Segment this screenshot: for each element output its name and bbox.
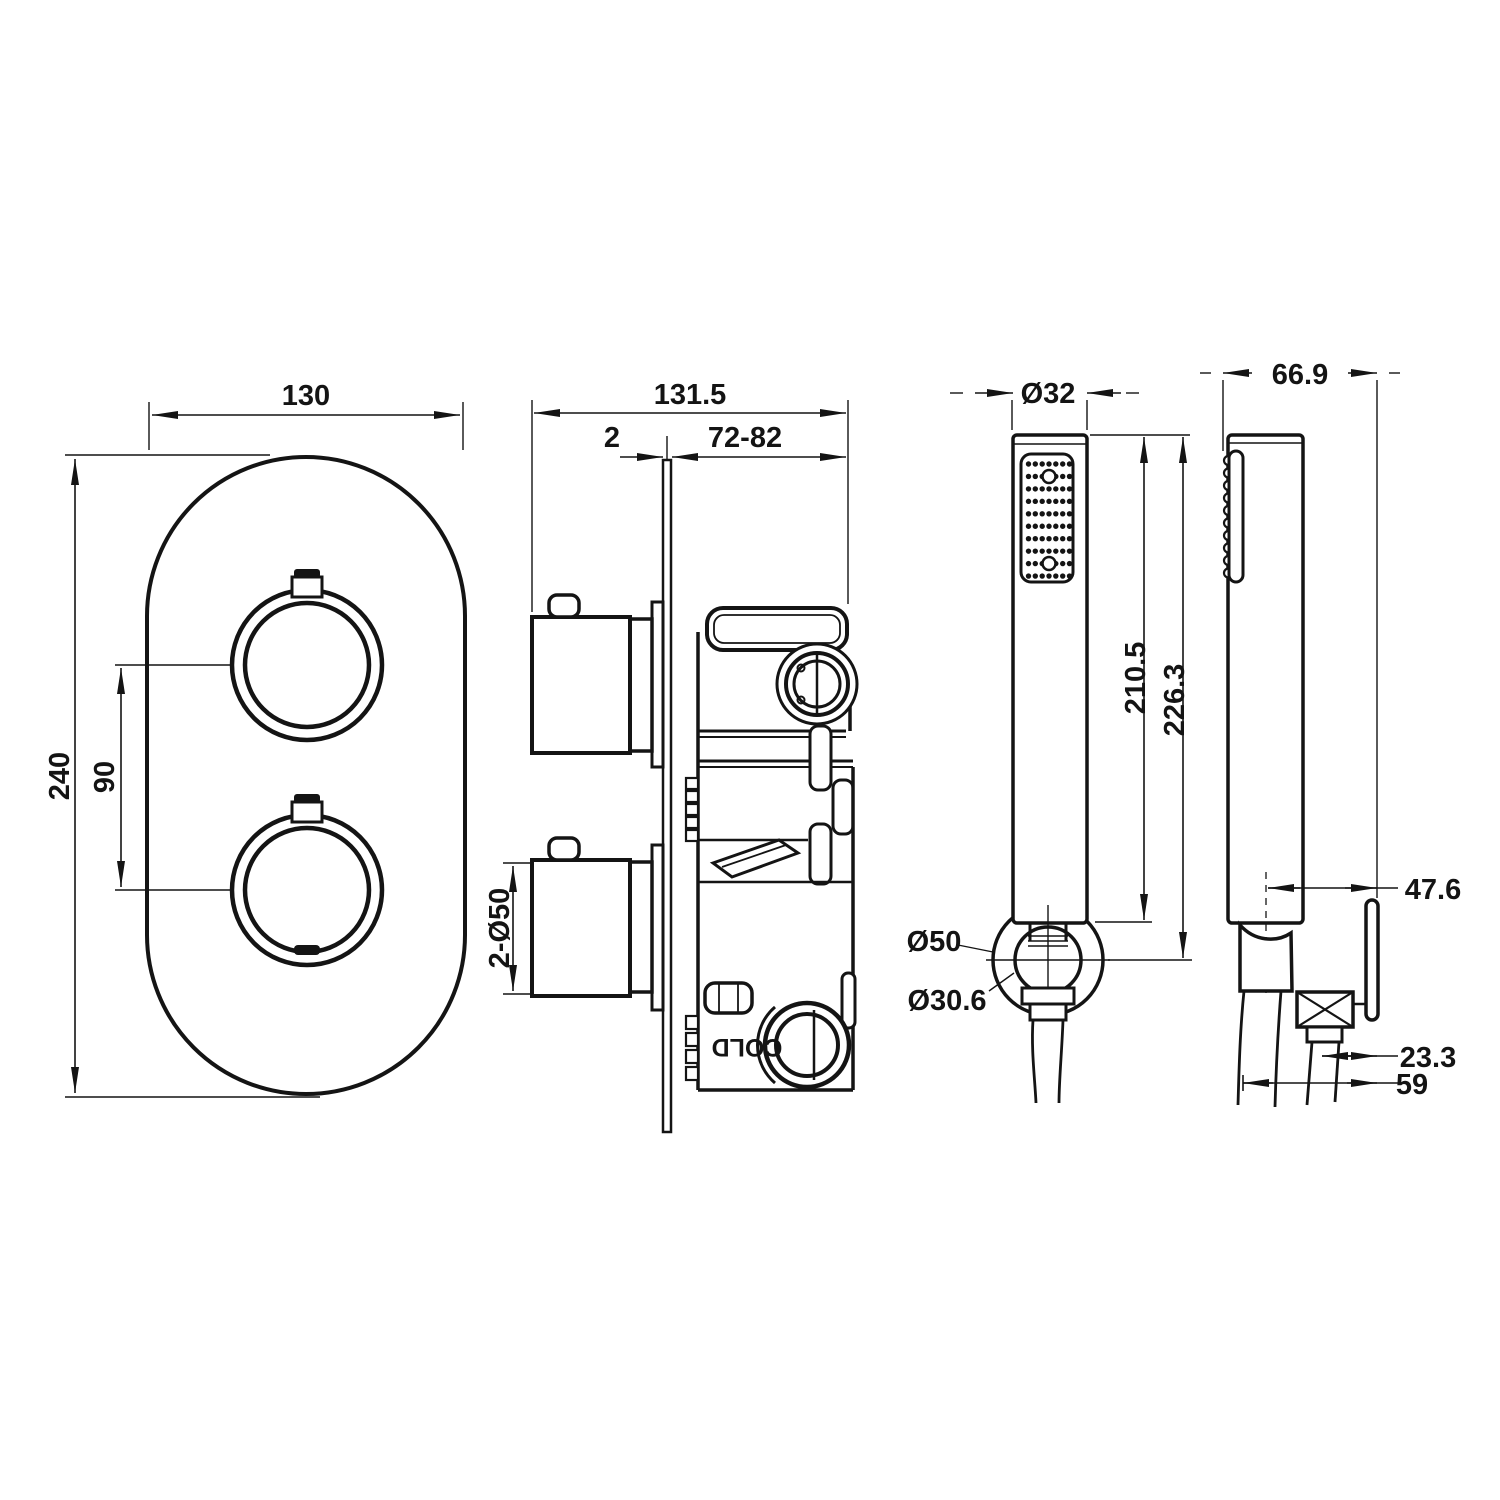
bracket-arm-side: [1238, 920, 1294, 993]
handshower-side-dimensions: [1200, 369, 1400, 1091]
leader-bracket-outer: [957, 944, 994, 953]
top-outlet-pipe: [705, 606, 849, 652]
hose-front: [1031, 1019, 1038, 1104]
diverter-lever: [709, 838, 802, 879]
valve-front-dimensions: [65, 402, 464, 1098]
handshower-wand-side: [1226, 433, 1305, 925]
valve-side-dimensions: [503, 400, 849, 995]
dim-label-knob-spacing: 90: [89, 761, 121, 793]
thread-detail: [684, 776, 700, 1082]
valve-body-section: COLD: [684, 606, 859, 1092]
dim-label-head-dia: Ø32: [1021, 378, 1076, 410]
inlet-connector: [703, 981, 754, 1015]
knob-index-mark: [294, 794, 320, 803]
dim-label-head-to-wall: 47.6: [1405, 874, 1461, 906]
dim-label-handle-dia: 2-Ø50: [484, 888, 516, 969]
wall-plate-section: [661, 458, 673, 1134]
handshower-side-view: 66.9 47.6 23.3 59: [1200, 359, 1461, 1108]
hose-side: [1236, 990, 1246, 1106]
handshower-front-dimensions: [950, 389, 1192, 992]
handshower-front-view: Ø32 210.5 226.3 Ø50 Ø30.6: [907, 378, 1192, 1104]
spray-strip-side: [1227, 449, 1245, 584]
flow-knob-side: [530, 836, 665, 1012]
dim-label-bracket-inner: Ø30.6: [908, 985, 987, 1017]
hose-nut-front: [1020, 986, 1076, 1006]
valve-side-view: COLD 131.5 2 72-82: [484, 379, 859, 1134]
dim-label-len-to-center: 226.3: [1159, 664, 1191, 737]
dim-label-plate-thickness: 2: [604, 422, 620, 454]
trim-plate-outline: [145, 455, 467, 1096]
knob-index-mark: [294, 569, 320, 578]
dim-label-bracket-to-wall: 59: [1396, 1069, 1428, 1101]
spray-face-dots: [1025, 461, 1073, 579]
cold-port-label: COLD: [712, 1033, 783, 1061]
leader-bracket-inner: [988, 972, 1015, 992]
knob-bottom-mark: [294, 945, 320, 955]
dim-label-bracket-outer: Ø50: [907, 926, 962, 958]
valve-front-view: 130 240 90: [44, 380, 467, 1098]
dim-label-hose-to-wall: 23.3: [1400, 1042, 1456, 1074]
dim-label-depth: 131.5: [654, 379, 727, 411]
temperature-knob-side: [530, 593, 665, 769]
temperature-knob: [229, 569, 385, 743]
dim-label-side-width: 66.9: [1272, 359, 1328, 391]
dim-label-plate-height: 240: [44, 752, 76, 800]
bottom-port-boss: [756, 1005, 776, 1085]
wall-flange-side: [1364, 898, 1380, 1022]
dim-label-len-to-bracket: 210.5: [1120, 642, 1152, 715]
dim-label-plate-width: 130: [282, 380, 330, 412]
dim-label-install-depth: 72-82: [708, 422, 782, 454]
